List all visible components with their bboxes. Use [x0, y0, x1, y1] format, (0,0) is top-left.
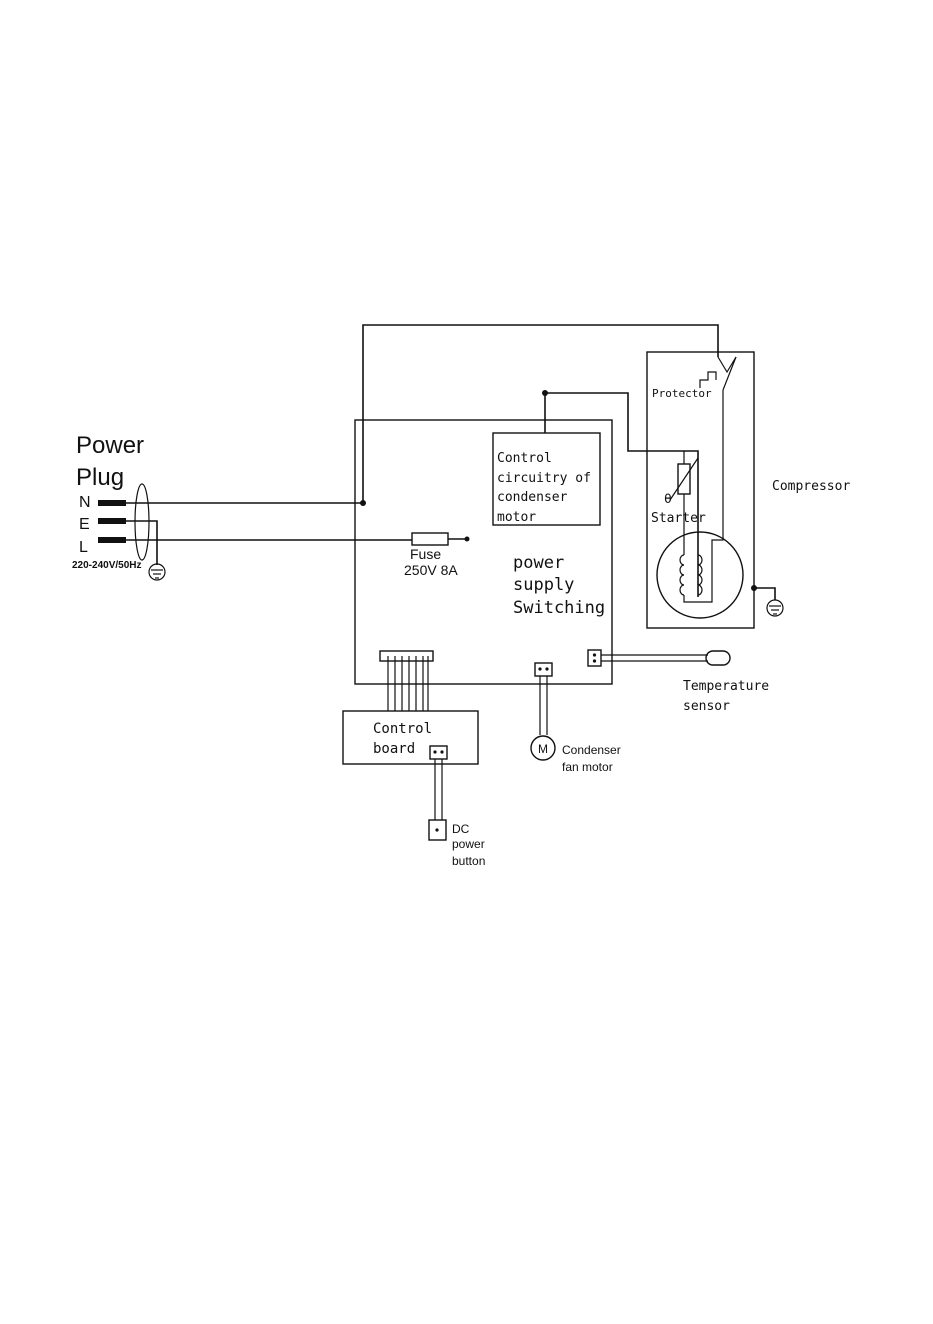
earth-wire: [126, 521, 157, 565]
power-supply-label-line2: supply: [513, 575, 574, 595]
temperature-sensor-label-line2: sensor: [683, 699, 730, 714]
plug-ground-icon: [149, 564, 165, 580]
temperature-sensor-label-line1: Temperature: [683, 679, 769, 694]
temperature-sensor-probe-icon: [706, 651, 730, 665]
fan-motor-symbol: M: [538, 742, 548, 756]
plug-pin-l-label: L: [79, 539, 88, 556]
sensor-connector-icon: [588, 650, 601, 666]
circuitry-to-starter-wire: [545, 393, 698, 597]
compressor-ground-icon: [767, 600, 783, 616]
control-circuitry-line2: circuitry of: [497, 471, 591, 486]
neutral-junction-dot: [360, 500, 366, 506]
plug-voltage-rating: 220-240V/50Hz: [72, 560, 142, 571]
plug-pin-l: [98, 537, 126, 543]
fan-motor-label-line1: Condenser: [562, 743, 621, 757]
power-supply-label-line3: Switching: [513, 598, 605, 618]
protector-icon: [700, 357, 736, 390]
dc-button-label-line1: DC: [452, 822, 470, 836]
dc-button-label-line3: button: [452, 854, 485, 868]
fuse-terminal: [465, 537, 470, 542]
compressor-earth-wire: [754, 588, 775, 600]
starter-label: Starter: [651, 511, 706, 526]
plug-pin-e: [98, 518, 126, 524]
control-circuitry-line1: Control: [497, 451, 552, 466]
power-plug-title-line2: Plug: [76, 464, 124, 491]
control-circuitry-line3: condenser: [497, 490, 568, 505]
power-plug-title-line1: Power: [76, 432, 144, 459]
power-supply-board: [355, 420, 612, 684]
fuse-label: Fuse: [410, 546, 441, 562]
circuitry-junction-dot: [542, 390, 548, 396]
plug-pin-n: [98, 500, 126, 506]
plug-pin-e-label: E: [79, 516, 90, 533]
fan-connector-icon: [535, 663, 552, 676]
cable-sheath: [135, 484, 149, 560]
power-supply-label-line1: power: [513, 553, 564, 573]
control-circuitry-line4: motor: [497, 510, 536, 525]
control-board-connector-icon: [430, 746, 447, 759]
starter-theta: θ: [664, 492, 672, 507]
fuse-rating: 250V 8A: [404, 562, 458, 578]
control-board-label-line1: Control: [373, 721, 432, 737]
compressor-earth-dot: [751, 585, 757, 591]
fan-motor-label-line2: fan motor: [562, 760, 613, 774]
fuse-icon: [412, 533, 448, 545]
compressor-label: Compressor: [772, 479, 850, 494]
control-board-label-line2: board: [373, 741, 415, 757]
dc-button-label-line2: power: [452, 837, 485, 851]
plug-pin-n-label: N: [79, 494, 91, 511]
motor-winding-left-icon: [680, 555, 684, 595]
protector-label: Protector: [652, 387, 712, 400]
